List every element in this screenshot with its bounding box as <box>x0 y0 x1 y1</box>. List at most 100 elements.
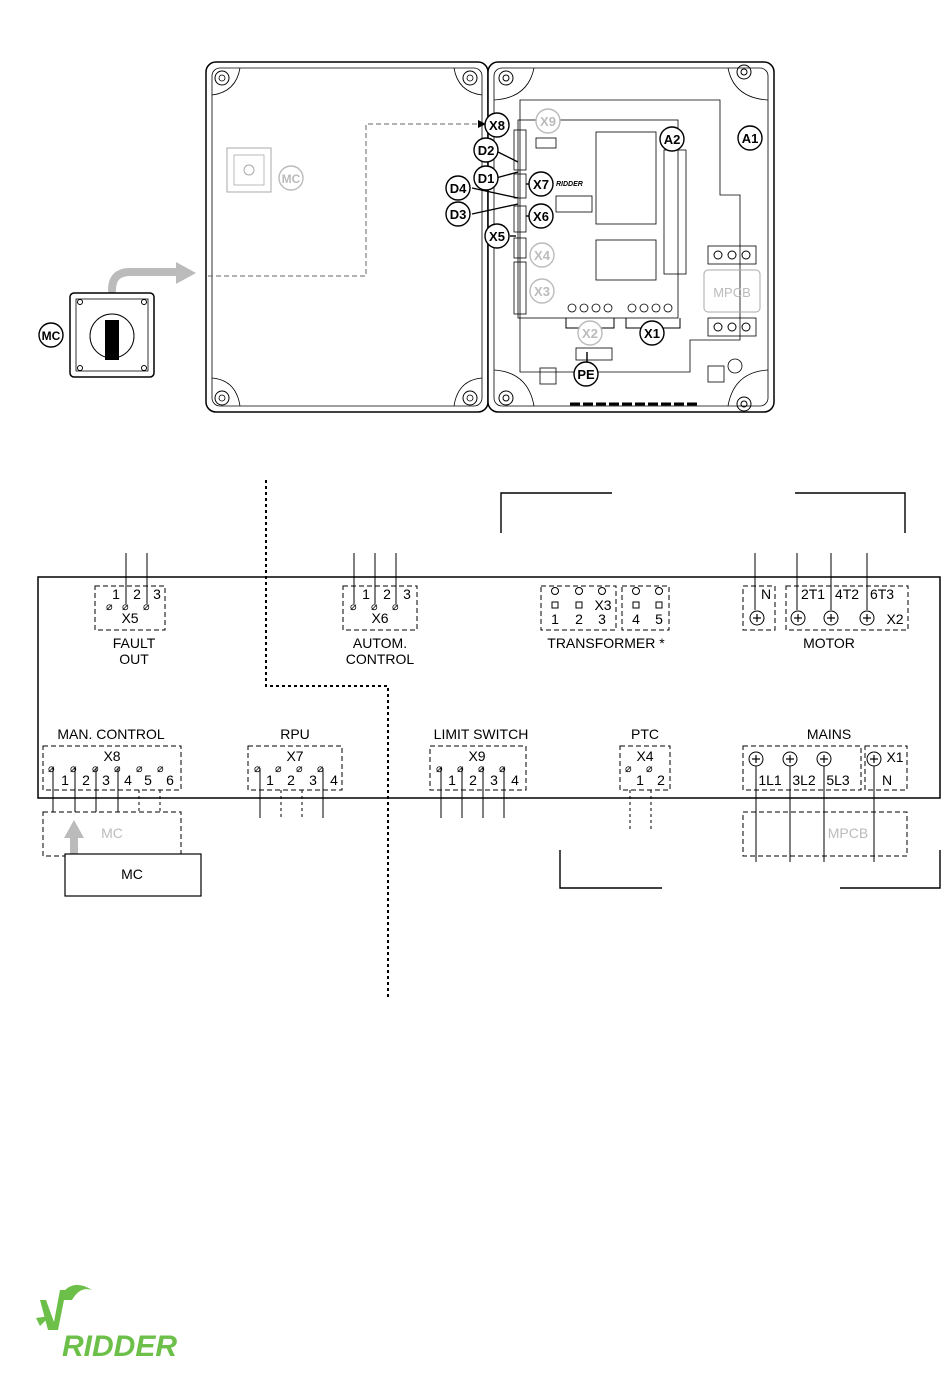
svg-text:MC: MC <box>282 172 301 186</box>
svg-text:1: 1 <box>551 611 559 627</box>
terminal-x6: 1 2 3 ⌀⌀⌀ X6 <box>342 553 418 631</box>
terminal-x3: X3 1 2 3 4 5 <box>540 585 670 631</box>
logo-text: RIDDER <box>62 1330 177 1363</box>
callout-x8: X8 <box>484 112 510 138</box>
mc-arrow-head <box>64 820 84 838</box>
photo-mpcb-label: MPCB <box>713 285 751 300</box>
svg-text:4: 4 <box>632 611 640 627</box>
svg-text:3: 3 <box>490 772 498 788</box>
svg-text:MPCB: MPCB <box>828 825 868 841</box>
svg-text:2: 2 <box>133 586 141 602</box>
svg-text:1: 1 <box>112 586 120 602</box>
svg-text:X9: X9 <box>540 114 556 129</box>
svg-text:2T1: 2T1 <box>801 586 825 602</box>
svg-text:X6: X6 <box>533 209 549 224</box>
svg-text:A1: A1 <box>742 131 759 146</box>
svg-text:⌀: ⌀ <box>371 601 378 613</box>
callout-x6: X6 <box>528 203 554 229</box>
transformer-bracket-top <box>500 492 612 533</box>
svg-text:X7: X7 <box>286 748 303 764</box>
callout-pe: PE <box>573 361 599 387</box>
svg-text:1: 1 <box>61 772 69 788</box>
svg-text:4: 4 <box>511 772 519 788</box>
x2-caption: MOTOR <box>803 635 855 651</box>
svg-text:2: 2 <box>383 586 391 602</box>
svg-text:⌀: ⌀ <box>70 763 77 775</box>
svg-text:6T3: 6T3 <box>870 586 894 602</box>
callout-d1: D1 <box>473 165 499 191</box>
callout-x1: X1 <box>639 320 665 346</box>
svg-text:6: 6 <box>166 772 174 788</box>
svg-text:3L2: 3L2 <box>792 772 816 788</box>
x5-caption-2: OUT <box>119 651 149 667</box>
svg-text:4T2: 4T2 <box>835 586 859 602</box>
svg-text:D4: D4 <box>450 181 467 196</box>
callout-mc-lid: MC <box>278 165 304 191</box>
svg-text:⌀: ⌀ <box>296 763 303 775</box>
svg-text:1: 1 <box>448 772 456 788</box>
svg-text:X9: X9 <box>468 748 485 764</box>
svg-text:2: 2 <box>469 772 477 788</box>
x1-caption: MAINS <box>807 726 851 742</box>
svg-text:⌀: ⌀ <box>275 763 282 775</box>
terminal-x5: 1 2 3 ⌀⌀⌀ X5 <box>94 553 166 631</box>
svg-text:2: 2 <box>575 611 583 627</box>
svg-text:⌀: ⌀ <box>48 763 55 775</box>
svg-text:X5: X5 <box>121 610 138 626</box>
callout-a1: A1 <box>737 125 763 151</box>
svg-text:PE: PE <box>577 367 595 382</box>
svg-text:2: 2 <box>82 772 90 788</box>
svg-text:N: N <box>882 772 892 788</box>
svg-text:X4: X4 <box>636 748 653 764</box>
svg-text:X1: X1 <box>644 326 660 341</box>
svg-text:A2: A2 <box>664 132 681 147</box>
svg-text:D2: D2 <box>478 143 495 158</box>
svg-text:1: 1 <box>362 586 370 602</box>
svg-text:D1: D1 <box>478 171 495 186</box>
callout-a2: A2 <box>659 126 685 152</box>
motor-bracket-top <box>795 492 906 533</box>
svg-text:X4: X4 <box>534 248 551 263</box>
svg-text:3: 3 <box>102 772 110 788</box>
separation-line <box>265 480 389 1000</box>
svg-text:⌀: ⌀ <box>392 601 399 613</box>
callout-x4: X4 <box>529 242 555 268</box>
svg-text:MC: MC <box>42 329 61 343</box>
svg-text:⌀: ⌀ <box>106 601 113 613</box>
svg-text:5: 5 <box>655 611 663 627</box>
svg-text:X1: X1 <box>886 749 903 765</box>
callout-x9: X9 <box>535 108 561 134</box>
ptc-bracket-bottom <box>559 850 662 889</box>
callout-d2: D2 <box>473 137 499 163</box>
svg-text:5: 5 <box>144 772 152 788</box>
svg-text:3: 3 <box>403 586 411 602</box>
callout-mc-external: MC <box>38 322 64 348</box>
svg-text:⌀: ⌀ <box>625 763 632 775</box>
callout-x3: X3 <box>529 278 555 304</box>
terminal-x9: X9 ⌀⌀⌀⌀ 1 2 3 4 <box>429 745 527 818</box>
svg-text:X2: X2 <box>886 611 903 627</box>
x7-caption: RPU <box>280 726 310 742</box>
svg-text:2: 2 <box>657 772 665 788</box>
x9-caption: LIMIT SWITCH <box>434 726 529 742</box>
svg-text:3: 3 <box>153 586 161 602</box>
svg-text:X2: X2 <box>582 326 598 341</box>
svg-text:3: 3 <box>598 611 606 627</box>
x3-caption: TRANSFORMER * <box>547 635 665 651</box>
svg-text:1: 1 <box>266 772 274 788</box>
svg-text:4: 4 <box>330 772 338 788</box>
svg-text:X8: X8 <box>489 118 505 133</box>
mc-switch-box: MC <box>64 853 202 897</box>
terminal-x7: X7 ⌀⌀⌀⌀ 1 2 3 4 <box>247 745 343 818</box>
svg-text:⌀: ⌀ <box>143 601 150 613</box>
terminal-x8: X8 ⌀⌀⌀ ⌀⌀⌀ 1 2 3 4 5 6 <box>42 745 182 812</box>
x5-caption-1: FAULT <box>113 635 156 651</box>
svg-text:X7: X7 <box>533 177 549 192</box>
x8-caption: MAN. CONTROL <box>57 726 165 742</box>
svg-text:X5: X5 <box>489 229 505 244</box>
svg-text:⌀: ⌀ <box>136 763 143 775</box>
svg-text:X6: X6 <box>371 610 388 626</box>
svg-text:⌀: ⌀ <box>457 763 464 775</box>
svg-text:⌀: ⌀ <box>157 763 164 775</box>
svg-text:⌀: ⌀ <box>478 763 485 775</box>
